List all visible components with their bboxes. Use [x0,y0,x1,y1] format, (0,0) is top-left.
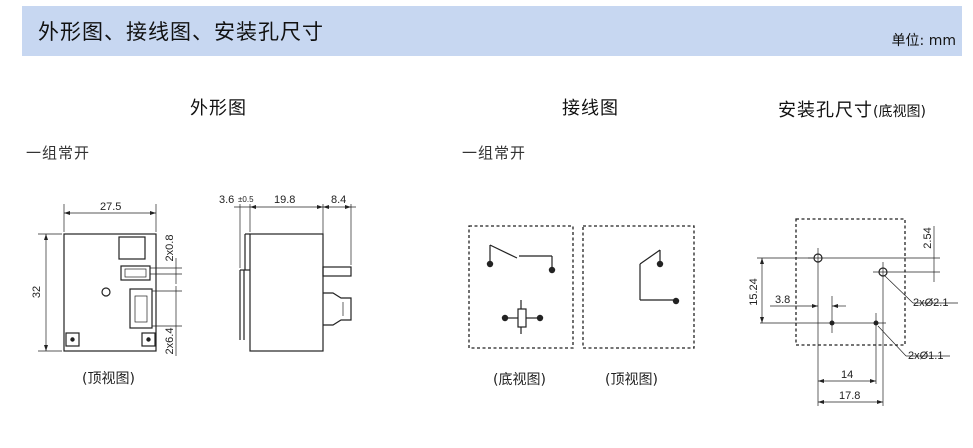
outline-side-view: 3.6 ±0.5 19.8 8.4 [219,194,356,352]
wiring-frame-top [582,225,695,349]
pin-slot-upper [120,265,151,281]
relay-body-side [249,233,324,352]
dim-hole-v-large: 15.24 [748,278,760,306]
outline-top-view: 27.5 32 2x0.8 2x6.4 [31,201,182,356]
holes-frame [795,218,906,346]
holes-title-text: 安装孔尺寸 [778,100,873,121]
dim-side-offset: 3.6 [219,194,234,206]
outline-caption: (顶视图) [82,371,135,387]
header-bar: 外形图、接线图、安装孔尺寸 单位: mm [22,6,962,56]
wiring-caption-top: (顶视图) [605,372,658,388]
dim-hole-h-14: 14 [841,369,853,381]
dim-hole-h-small: 3.8 [775,294,790,306]
wiring-title: 接线图 [562,98,619,119]
unit-label: 单位: mm [891,33,956,49]
top-window [118,236,146,260]
wiring-caption-bottom: (底视图) [493,372,546,388]
pin-slot-lower [129,288,153,329]
dim-pin-width: 2x0.8 [164,235,176,262]
dim-height: 32 [31,286,43,298]
dim-top-width: 27.5 [100,201,121,213]
wiring-variant: 一组常开 [462,144,527,162]
corner-pin-right [141,332,156,347]
wiring-frame-bottom [468,225,574,349]
outline-variant: 一组常开 [26,144,91,162]
page-title: 外形图、接线图、安装孔尺寸 [38,20,324,44]
holes-view: 2.54 15.24 3.8 2xØ2.1 2xØ1.1 14 17.8 [748,218,958,406]
coil-symbol [517,308,527,328]
relay-body-top [63,233,157,352]
dim-hole-h-178: 17.8 [839,390,860,402]
holes-title: 安装孔尺寸(底视图) [778,96,926,122]
dim-hole-big: 2xØ2.1 [913,297,948,309]
dim-pin-thickness: 2x6.4 [164,328,176,355]
dim-side-terminal: 8.4 [331,194,346,206]
dim-hole-small: 2xØ1.1 [908,350,943,362]
pin-slot-lower-inner [134,295,148,323]
dim-side-body: 19.8 [274,194,295,206]
wiring-top-view [582,225,695,349]
terminal-tab-upper [322,266,352,277]
pin-slot-upper-inner [124,268,147,278]
wiring-bottom-view [468,225,574,349]
mount-hole [101,287,111,297]
terminal-tab-lower [323,292,352,326]
corner-pin-left [65,332,80,347]
outline-title: 外形图 [190,98,247,119]
holes-subtitle: (底视图) [873,104,926,120]
dim-hole-v-small: 2.54 [922,227,934,248]
dim-side-tol: ±0.5 [238,195,254,204]
